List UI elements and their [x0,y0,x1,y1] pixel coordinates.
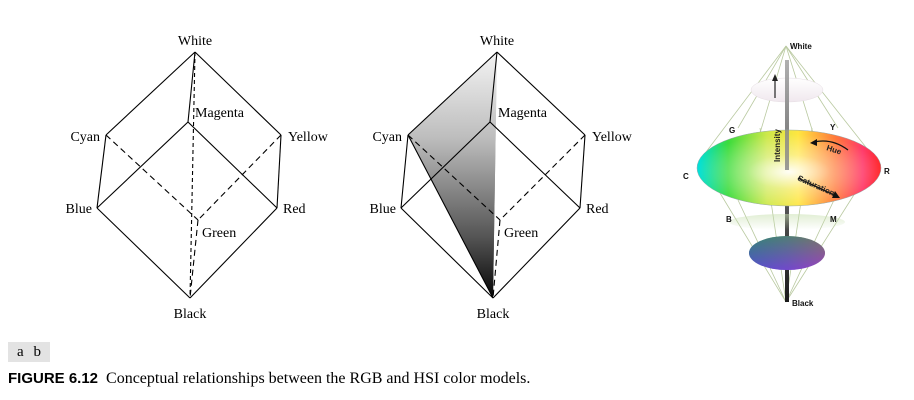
cube-a-labels: White Magenta Cyan Yellow Blue Red Green… [66,34,329,322]
edge-yellow-red-b [579,134,586,209]
label-yellow: Yellow [288,130,329,145]
hsi-mid-ring [729,214,845,230]
edge-magenta-blue-b [400,121,491,209]
label-white: White [178,34,212,49]
edge-cyan-green [105,134,199,221]
cone-line-2 [785,45,877,161]
rgb-cube-b [408,52,497,298]
panel-tags: a b [8,342,50,362]
rgb-cube-a [96,51,282,299]
hsi-hue-arrow-head [810,139,817,146]
edge-red-black [189,207,278,299]
label-magenta: Magenta [195,106,245,121]
cube-b-labels: White Magenta Cyan Yellow Blue Red Green… [370,34,633,322]
label-blue-b: Blue [370,202,396,217]
label-blue: Blue [66,202,92,217]
edge-cyan-green-b [407,134,501,221]
label-cyan: Cyan [70,130,100,145]
hsi-axis-overlay [785,130,789,170]
edge-yellow-green-b [499,134,586,221]
edge-yellow-green [197,134,282,221]
figure-caption: FIGURE 6.12 Conceptual relationships betw… [8,370,530,388]
edge-red-black-b [492,207,581,299]
caption-text: Conceptual relationships between the RGB… [106,370,531,387]
label-red-b: Red [586,202,609,217]
hsi-label-y: Y [830,123,836,132]
hsi-label-c: C [683,172,689,181]
hsi-label-black: Black [792,299,814,308]
label-red: Red [283,202,306,217]
hsi-label-white: White [790,42,812,51]
diagonal-white-black [189,51,196,299]
edge-cyan-blue [96,134,107,209]
panel-tag-a: a [16,343,24,360]
label-green-b: Green [504,226,538,241]
edge-white-yellow [194,51,282,136]
rgb-cube-b-edges [400,51,586,299]
edge-green-black-b [492,219,501,299]
hsi-model: White Black G Y C R B M Intensity Hue Sa… [683,42,890,308]
edge-blue-black [96,207,191,299]
hsi-label-m: M [830,215,837,224]
hsi-up-arrow-head [772,74,778,81]
cone-line-1 [699,45,787,161]
edge-white-magenta [187,51,196,123]
hsi-bottom-disc-tint [749,236,825,270]
label-cyan-b: Cyan [372,130,402,145]
figure-number: FIGURE 6.12 [8,370,99,387]
edge-green-black [189,219,199,299]
figure-area: White Magenta Cyan Yellow Blue Red Green… [66,34,890,322]
hsi-label-r: R [884,167,890,176]
label-black: Black [174,307,207,322]
edge-cyan-blue-b [400,134,409,209]
edge-white-magenta-b [489,51,498,123]
shaded-plane-magenta [490,52,497,298]
hsi-saturation-arrow-head [832,191,840,198]
edge-white-yellow-b [496,51,586,136]
label-white-b: White [480,34,514,49]
label-magenta-b: Magenta [498,106,548,121]
label-black-b: Black [477,307,510,322]
edge-magenta-red [187,121,278,209]
edge-white-cyan [105,51,196,136]
label-yellow-b: Yellow [592,130,633,145]
panel-tag-b: b [33,343,42,360]
edge-blue-black-b [400,207,494,299]
figure-svg: White Magenta Cyan Yellow Blue Red Green… [66,34,890,322]
hsi-label-b: B [726,215,732,224]
edge-white-cyan-b [407,51,498,136]
shaded-plane-cyan [408,52,497,298]
hsi-label-g: G [729,126,735,135]
edge-yellow-red [276,134,282,209]
hsi-saturation-arrow [797,177,837,197]
edge-magenta-red-b [489,121,581,209]
label-green: Green [202,226,236,241]
edge-cyan-black-b [407,134,494,299]
hsi-label-intensity: Intensity [773,129,782,162]
edge-magenta-blue [96,121,189,209]
